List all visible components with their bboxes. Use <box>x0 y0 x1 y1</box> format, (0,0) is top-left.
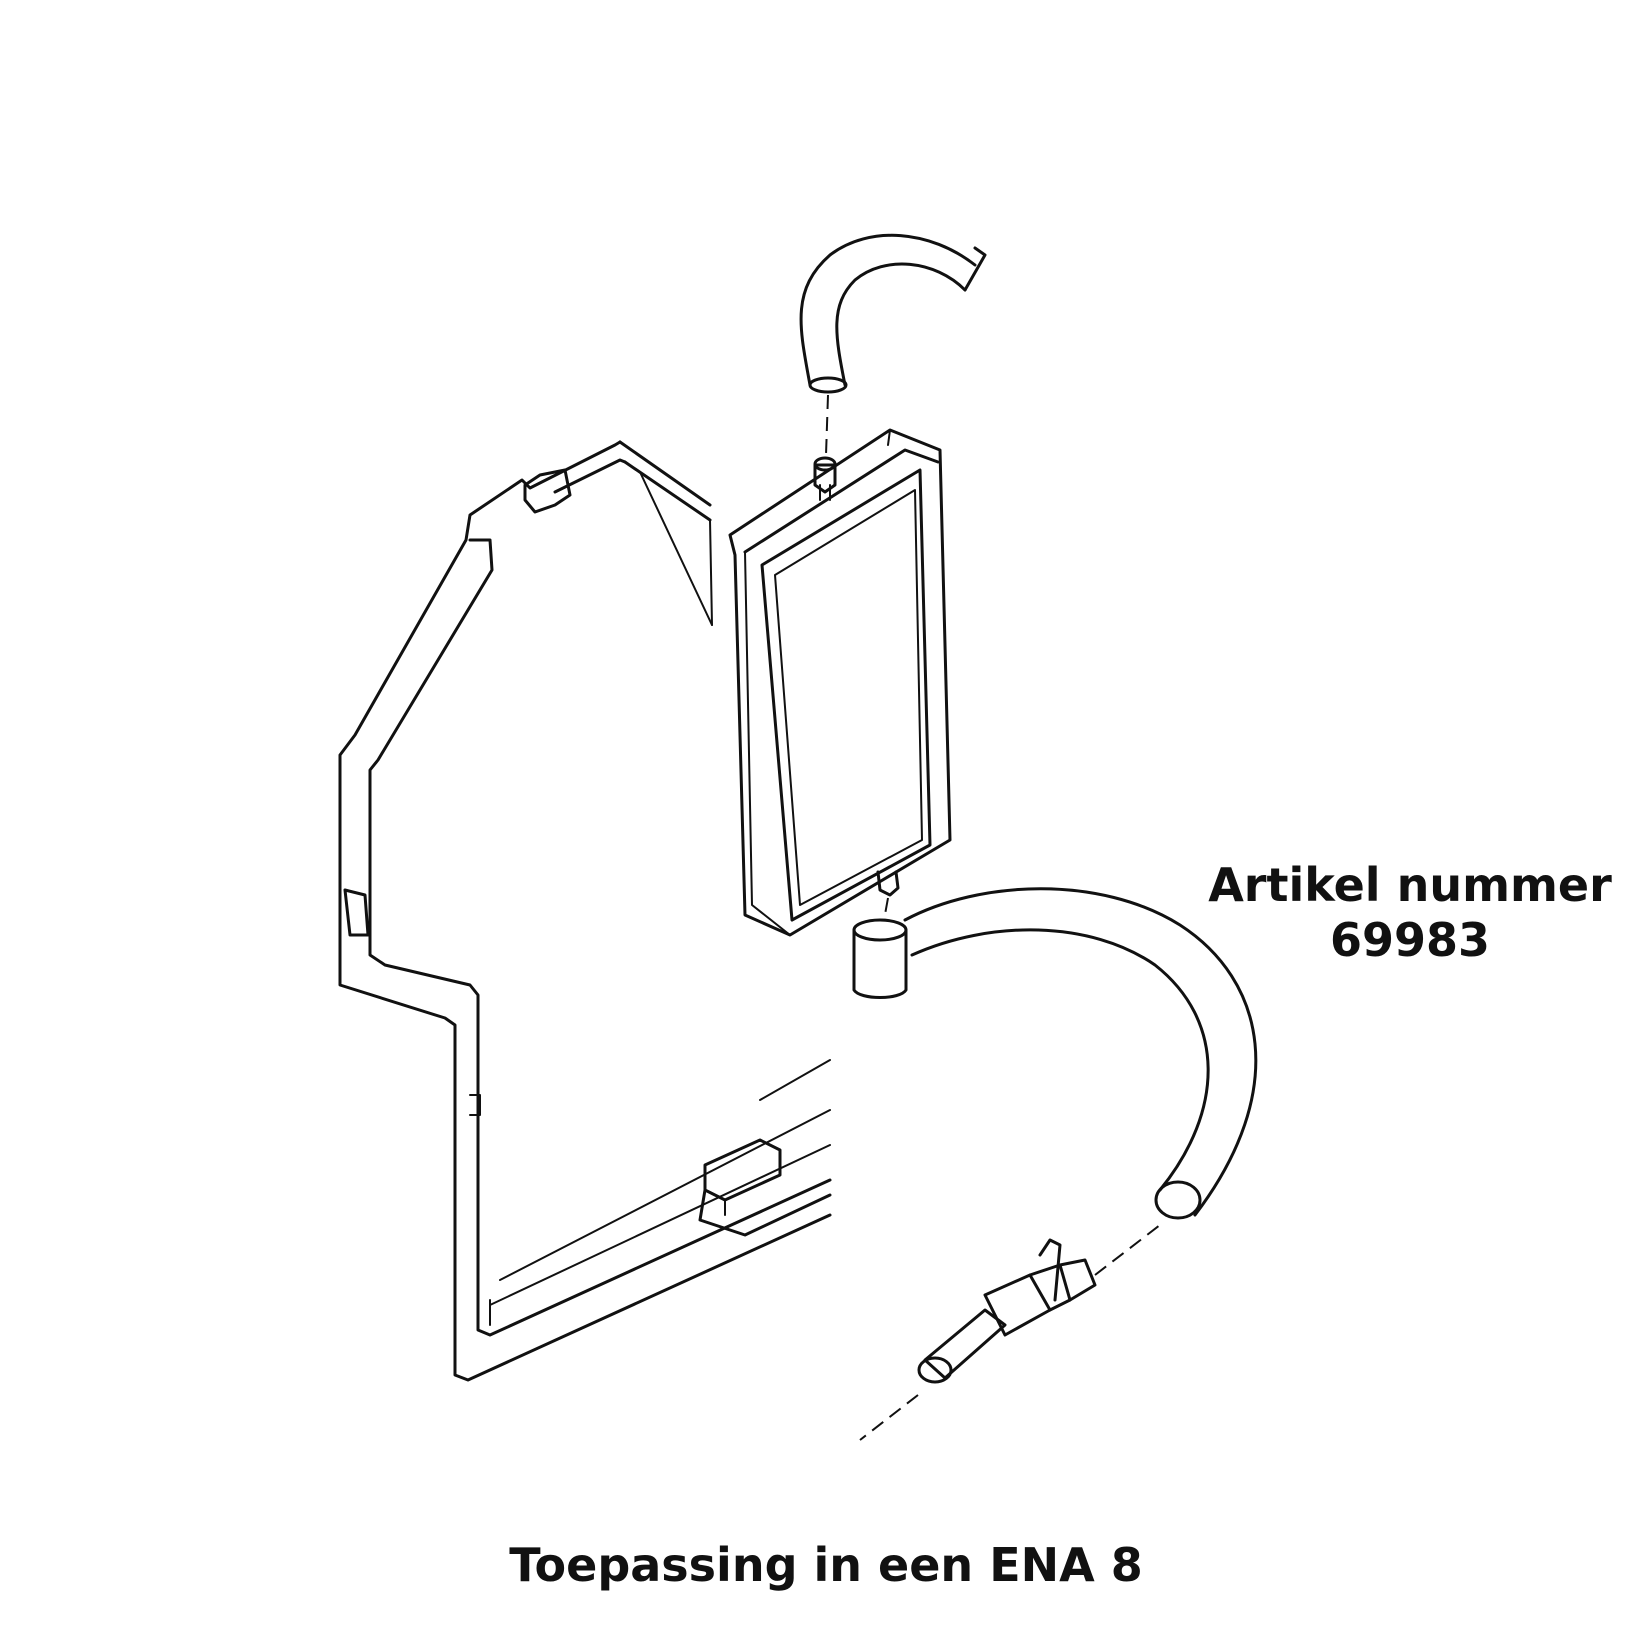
housing-frame <box>338 440 832 1382</box>
lower-hose <box>852 887 1258 1220</box>
diagram-caption: Toepassing in een ENA 8 <box>509 1538 1143 1592</box>
assembly-guide-lines <box>825 394 1161 1441</box>
article-number-value: 69983 <box>1329 913 1491 968</box>
article-number-label: Artikel nummer 69983 <box>1200 858 1620 968</box>
drain-valve <box>917 1238 1097 1384</box>
article-number-title: Artikel nummer <box>1208 858 1612 912</box>
filter-cassette <box>728 428 952 937</box>
upper-hose <box>799 233 987 394</box>
